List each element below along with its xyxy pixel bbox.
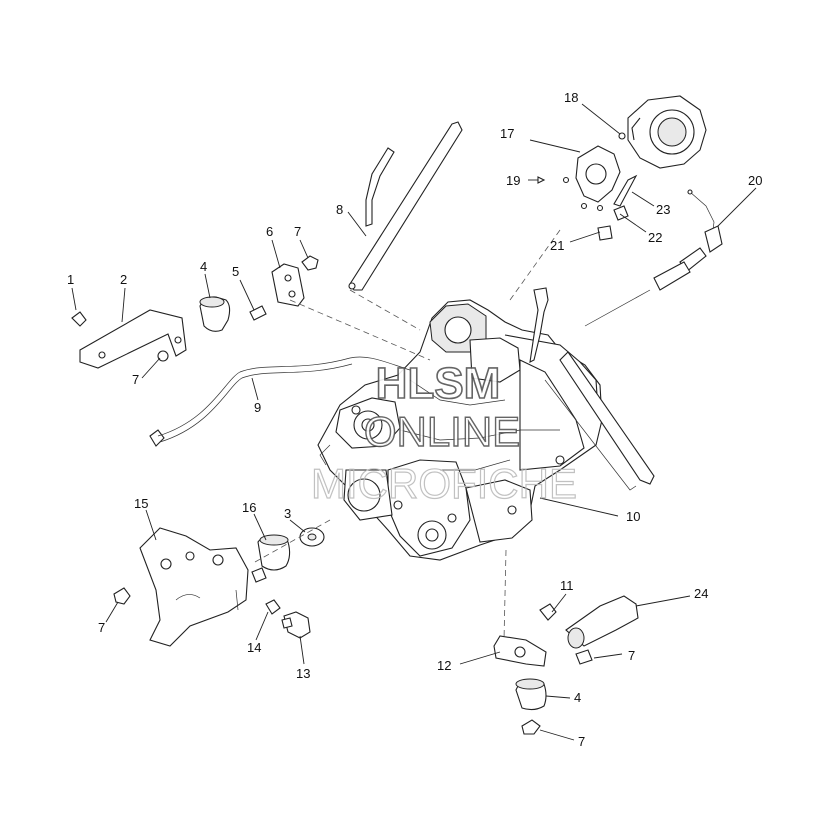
- callout-18: 18: [564, 90, 578, 105]
- callout-13: 13: [296, 666, 310, 681]
- mount-isolator-4: [199, 296, 231, 332]
- callout-16: 16: [242, 500, 256, 515]
- isolator-4-lower: [515, 678, 547, 711]
- callout-15: 15: [134, 496, 148, 511]
- callout-8: 8: [336, 202, 343, 217]
- callout-2: 2: [120, 272, 127, 287]
- callout-4: 4: [200, 259, 207, 274]
- callout-6: 6: [266, 224, 273, 239]
- callout-22: 22: [648, 230, 662, 245]
- callout-17: 17: [500, 126, 514, 141]
- callout-19: 19: [506, 173, 520, 188]
- nut-14: [265, 599, 281, 615]
- engine-assembly: [317, 287, 655, 561]
- engine-rod-8: [348, 121, 463, 291]
- callout-20: 20: [748, 173, 762, 188]
- callout-labels: 1 2 3 4 4 5 6 7 7 7 7 7 8 9 10 11 12 13 …: [67, 90, 762, 749]
- front-mount-bracket: [71, 309, 187, 369]
- throttle-cable: [584, 189, 723, 327]
- bolt-13: [281, 611, 311, 639]
- bracket-6: [271, 263, 305, 307]
- callout-23: 23: [656, 202, 670, 217]
- vent-hose: [149, 356, 411, 447]
- lower-mount-bracket: [139, 527, 249, 647]
- nut-7-right: [575, 649, 593, 665]
- nut-7-top: [301, 255, 319, 271]
- watermark-line-2: ONLINE: [364, 408, 520, 455]
- callout-7: 7: [294, 224, 301, 239]
- callout-7: 7: [578, 734, 585, 749]
- intake-boot: [562, 145, 621, 212]
- solenoid-24: [565, 595, 639, 649]
- callout-14: 14: [247, 640, 261, 655]
- callout-7: 7: [628, 648, 635, 663]
- isolator-16: [257, 534, 291, 571]
- bolt-5: [249, 305, 267, 321]
- callout-1: 1: [67, 272, 74, 287]
- callout-7: 7: [132, 372, 139, 387]
- watermark: HLSM ONLINE MICROFICHE: [310, 358, 577, 507]
- watermark-line-3: MICROFICHE: [311, 460, 577, 507]
- callout-7: 7: [98, 620, 105, 635]
- callout-9: 9: [254, 400, 261, 415]
- fittings-21-22-23: [597, 174, 638, 241]
- leader-lines: [71, 103, 757, 741]
- nut-7-lower: [113, 567, 267, 605]
- callout-4: 4: [574, 690, 581, 705]
- callout-5: 5: [232, 264, 239, 279]
- callout-21: 21: [550, 238, 564, 253]
- callout-10: 10: [626, 509, 640, 524]
- callout-11: 11: [560, 578, 574, 593]
- nut-7-bottom: [521, 719, 541, 735]
- throttle-body: [618, 95, 707, 169]
- callout-3: 3: [284, 506, 291, 521]
- sensor-11: [539, 603, 557, 621]
- mount-bracket-12: [493, 635, 547, 667]
- watermark-line-1: HLSM: [376, 359, 501, 408]
- callout-12: 12: [437, 658, 451, 673]
- callout-24: 24: [694, 586, 708, 601]
